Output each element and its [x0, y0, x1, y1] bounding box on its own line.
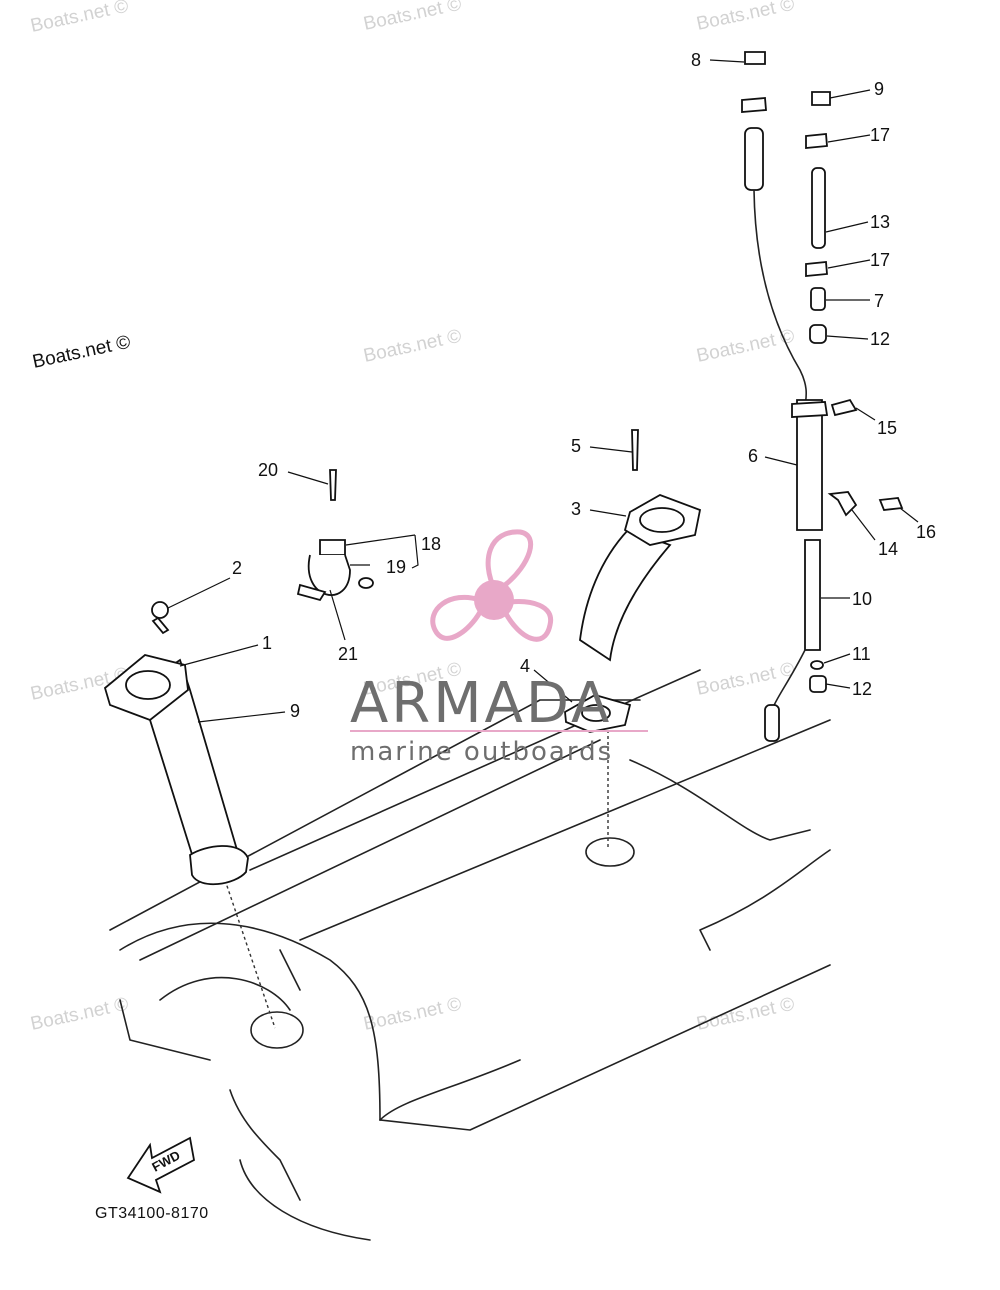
callout-8: 7 [874, 291, 884, 311]
callout-4: 3 [571, 499, 581, 519]
pipe-clip [296, 469, 374, 602]
callout-5: 4 [520, 656, 530, 676]
propeller-icon [430, 529, 554, 642]
callout-16: 16 [916, 522, 936, 542]
watermark: Boats.net © [362, 994, 464, 1035]
screw [151, 601, 170, 635]
callout-6: 5 [571, 436, 581, 456]
watermark: Boats.net © [362, 326, 464, 367]
callout-7: 6 [748, 446, 758, 466]
callout-9: 9 [874, 79, 884, 99]
callout-13: 13 [870, 212, 890, 232]
callout-17: 17 [870, 125, 890, 145]
breather-hose-assembly [741, 51, 904, 742]
watermark: Boats.net © [29, 994, 131, 1035]
watermark: Boats.net © [695, 0, 797, 35]
armada-logo: ARMADA marine outboards [350, 529, 648, 767]
watermark: Boats.net © [29, 0, 131, 37]
callout-21: 21 [338, 644, 358, 664]
callout-20: 20 [258, 460, 278, 480]
callout-1: 9 [290, 701, 300, 721]
callout-15: 15 [877, 418, 897, 438]
callout-18: 18 [421, 534, 441, 554]
callout-14: 14 [878, 539, 898, 559]
callout-11: 11 [852, 644, 871, 664]
hull-outline [109, 669, 831, 1241]
callout-12: 12 [852, 679, 872, 699]
fwd-arrow: FWD [126, 1136, 196, 1194]
logo-brand: ARMADA [350, 671, 612, 736]
callout-19: 19 [386, 557, 406, 577]
diagram-code: GT34100-8170 [95, 1205, 209, 1222]
callout-labels: 8 9 17 13 17 7 12 15 6 14 16 10 11 12 5 … [232, 50, 936, 721]
callout-12: 12 [870, 329, 890, 349]
callout-3: 2 [232, 558, 242, 578]
callout-17: 17 [870, 250, 890, 270]
watermark: Boats.net © [362, 0, 464, 35]
callout-9: 8 [691, 50, 701, 70]
logo-tagline: marine outboards [350, 737, 613, 767]
vent-pipe [103, 654, 249, 886]
watermark: Boats.net © [695, 994, 797, 1035]
propeller-hub-icon [474, 580, 514, 620]
leader-lines [167, 59, 919, 723]
callout-10: 10 [852, 589, 872, 609]
elbow-hose [564, 429, 702, 733]
copyright-notice: Boats.net © [31, 332, 133, 373]
callout-2: 1 [262, 633, 272, 653]
